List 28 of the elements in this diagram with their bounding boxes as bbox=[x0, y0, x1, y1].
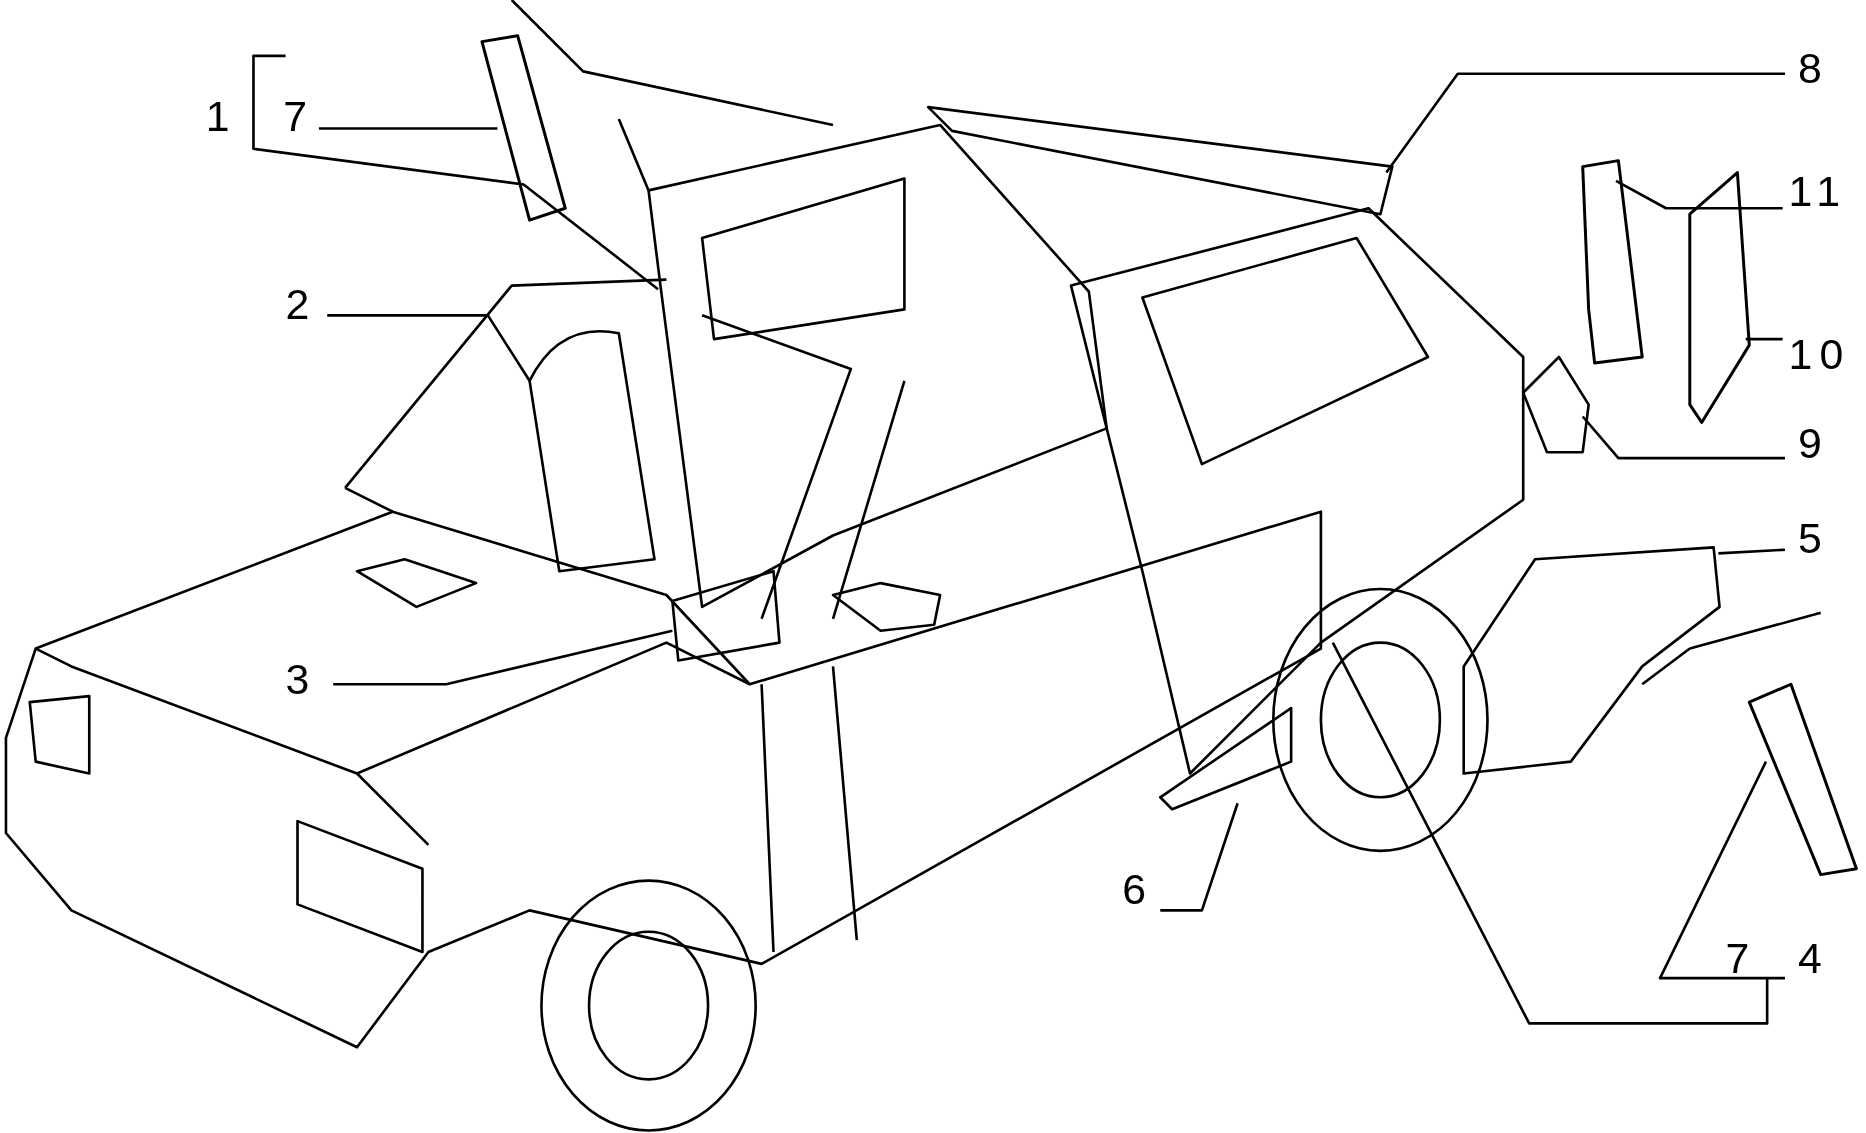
leader-line bbox=[1718, 548, 1786, 555]
callout-number: 6 bbox=[1118, 868, 1154, 912]
leader-line bbox=[318, 127, 498, 130]
callout-number: 7 bbox=[1721, 937, 1757, 981]
callout-number: 7 bbox=[279, 95, 315, 139]
callout-number: 3 bbox=[282, 658, 317, 701]
leader-line bbox=[252, 54, 659, 291]
leader-line bbox=[333, 629, 673, 686]
body-part-drawing bbox=[1688, 171, 1751, 424]
leader-line bbox=[1385, 72, 1785, 174]
body-part-drawing bbox=[1747, 682, 1858, 877]
leader-line bbox=[1581, 415, 1785, 460]
leader-line bbox=[327, 314, 531, 382]
callout-number: 5 bbox=[1794, 517, 1830, 561]
callout-number: 4 bbox=[1794, 937, 1830, 981]
leader-line bbox=[1160, 802, 1239, 912]
callout-number: 11 bbox=[1785, 170, 1848, 213]
leader-line bbox=[1331, 642, 1785, 1025]
callout-number: 10 bbox=[1785, 333, 1851, 377]
leader-line bbox=[1745, 337, 1783, 341]
callout-number: 8 bbox=[1794, 47, 1830, 91]
callout-number: 9 bbox=[1794, 422, 1830, 466]
callout-number: 1 bbox=[202, 95, 237, 139]
leader-line bbox=[1658, 761, 1768, 980]
body-part-drawing bbox=[1581, 159, 1644, 365]
callout-number: 2 bbox=[282, 283, 317, 327]
body-part-drawing bbox=[480, 34, 567, 222]
leader-line bbox=[1615, 179, 1783, 210]
